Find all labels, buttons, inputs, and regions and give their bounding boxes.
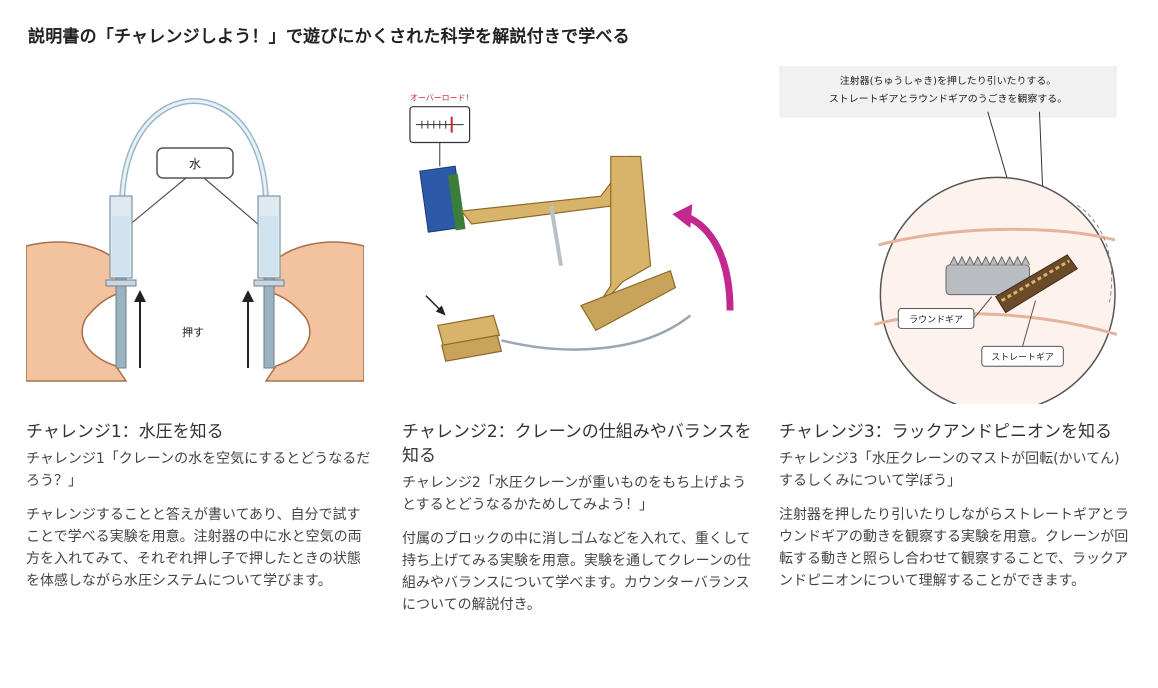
challenge-1-title: チャレンジ1：水圧を知る xyxy=(26,422,224,442)
round-gear-label: ラウンドギア xyxy=(909,314,963,325)
challenge-2-subtitle: チャレンジ2「水圧クレーンが重いものをもち上げようとするとどうなるかためしてみよ… xyxy=(402,475,747,513)
overload-label: オーバーロード！ xyxy=(410,94,473,103)
challenge-3-body: 注射器を押したり引いたりしながらストレートギアとラウンドギアの動きを観察する実験… xyxy=(779,507,1129,589)
fig3-caption-line2: ストレートギアとラウンドギアのうごきを観察する。 xyxy=(829,92,1067,105)
challenge-3-title: チャレンジ3：ラックアンドピニオンを知る xyxy=(779,422,1112,442)
straight-gear-label: ストレートギア xyxy=(991,352,1054,363)
syringe-water-figure: 水 押す xyxy=(26,56,364,398)
water-label: 水 xyxy=(189,157,201,171)
challenge-2-title: チャレンジ2：クレーンの仕組みやバランスを知る xyxy=(402,422,752,466)
challenge-3-subtitle: チャレンジ3「水圧クレーンのマストが回転(かいてん)するしくみについて学ぼう」 xyxy=(779,451,1120,489)
challenge-1-body: チャレンジすることと答えが書いてあり、自分で試すことで学べる実験を用意。注射器の… xyxy=(26,507,362,589)
challenge-1-subtitle: チャレンジ1「クレーンの水を空気にするとどうなるだろう？」 xyxy=(26,451,371,489)
fig3-caption-line1: 注射器(ちゅうしゃき)を押したり引いたりする。 xyxy=(840,74,1056,87)
page-heading: 説明書の「チャレンジしよう！」で遊びにかくされた科学を解説付きで学べる xyxy=(28,27,630,47)
push-label: 押す xyxy=(182,325,204,339)
crane-balance-figure: オーバーロード！ xyxy=(402,57,740,397)
rack-pinion-figure: 注射器(ちゅうしゃき)を押したり引いたりする。 ストレートギアとラウンドギアのう… xyxy=(779,65,1117,404)
challenge-2-body: 付属のブロックの中に消しゴムなどを入れて、重くして持ち上げてみる実験を用意。実験… xyxy=(402,531,751,613)
